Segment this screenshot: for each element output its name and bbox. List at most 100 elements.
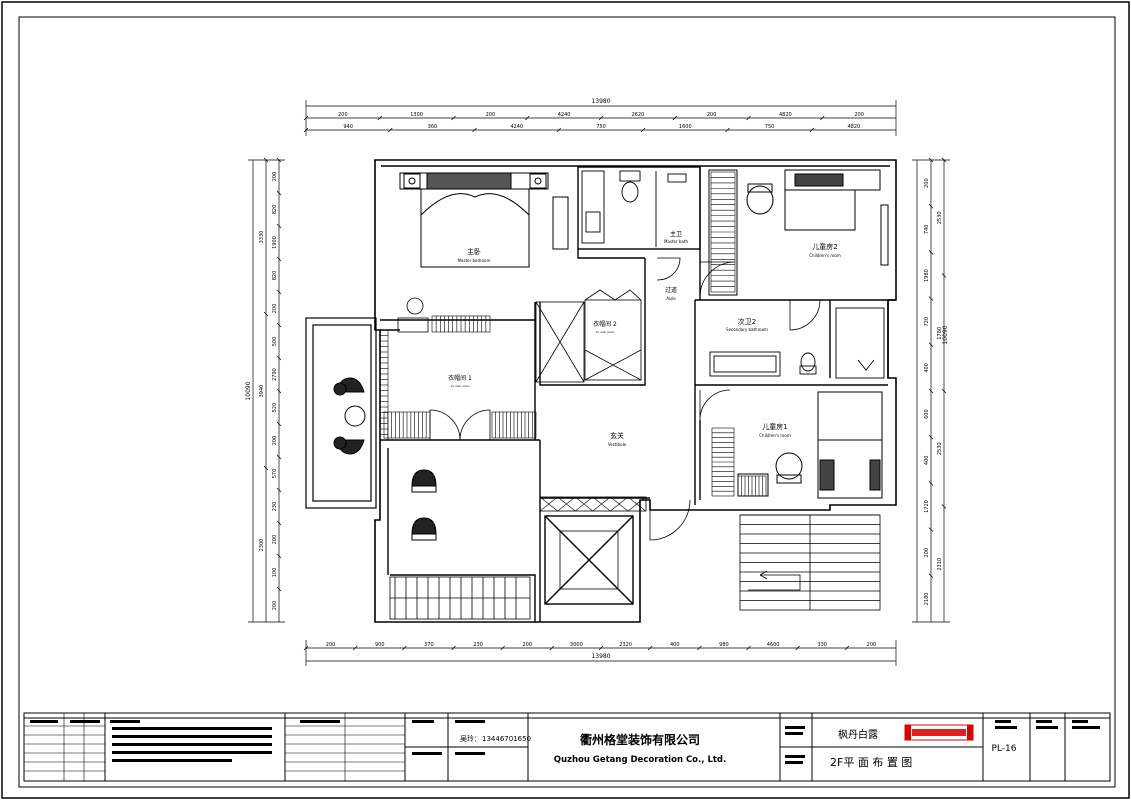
dimension-label: 200 — [854, 112, 864, 118]
dimension-label: 2530 — [937, 211, 943, 224]
project-stamp — [904, 724, 974, 741]
vestibule-shoe-cabinet — [539, 496, 647, 512]
dimension-label: 230 — [272, 502, 278, 512]
dimension-tick — [303, 127, 309, 133]
dimension-tick — [303, 645, 309, 651]
dimension-tick — [647, 645, 653, 651]
dimension-tick — [263, 465, 269, 471]
dimension-tick — [472, 127, 477, 133]
dimension-tick — [352, 645, 358, 651]
vestibule-cn: 玄关 — [610, 431, 624, 440]
bottom-total-dim: 13980 — [591, 653, 610, 660]
cabinet-hatch — [557, 496, 576, 512]
dimension-tick — [402, 645, 407, 651]
dimension-tick — [377, 115, 382, 121]
dimension-tick — [598, 645, 604, 651]
dimension-tick — [276, 157, 282, 163]
dimension-label: 2180 — [924, 593, 930, 606]
dimension-label: 4240 — [510, 124, 523, 130]
dimension-label: 200 — [272, 535, 278, 545]
dimension-label: 400 — [670, 642, 680, 648]
dimension-label: 330 — [817, 642, 827, 648]
dimension-tick — [276, 553, 282, 559]
dimension-tick — [928, 157, 934, 163]
drawing-number: PL-16 — [992, 744, 1017, 754]
master-bath-fixtures — [581, 170, 687, 247]
master-bath-en: Master bath — [664, 239, 688, 244]
dimension-tick — [303, 115, 309, 121]
dimension-tick — [525, 115, 530, 121]
dimension-label: 1300 — [410, 112, 423, 118]
title-block — [23, 712, 1111, 782]
interior-walls — [380, 166, 896, 622]
child-room-1-en: Children's room — [759, 433, 791, 438]
right-dimensions — [916, 160, 945, 622]
title-block-grid — [24, 713, 405, 781]
dimension-tick — [725, 127, 730, 133]
dimension-tick — [928, 481, 934, 486]
dimension-label: 230 — [473, 642, 483, 648]
dimension-tick — [928, 388, 934, 394]
dimension-label: 200 — [272, 304, 278, 314]
master-bath-cn: 主卫 — [670, 230, 682, 238]
dimension-tick — [276, 289, 282, 295]
secondary-bath-cn: 次卫2 — [738, 317, 756, 326]
dimension-label: 720 — [924, 317, 930, 327]
dimension-label: 200 — [272, 172, 278, 182]
cabinet-hatch — [610, 496, 629, 512]
dimension-label: 2300 — [259, 539, 265, 552]
secondary-bath-en: Secondary bathroom — [726, 327, 768, 332]
closet-2-cn: 衣帽间 2 — [593, 320, 617, 328]
bottom-ticks — [305, 640, 897, 666]
closet-1-en: CL oak room — [451, 384, 470, 388]
child-room-1-cn: 儿童房1 — [762, 422, 787, 431]
dimension-label: 2790 — [272, 368, 278, 381]
dimension-label: 370 — [424, 642, 434, 648]
dimension-label: 2530 — [937, 442, 943, 455]
dimension-label: 200 — [522, 642, 532, 648]
closet-2-en: CL oak room — [596, 330, 615, 334]
dimension-tick — [276, 454, 282, 460]
dimension-label: 1900 — [272, 236, 278, 249]
dimension-tick — [928, 342, 934, 348]
dimension-tick — [941, 388, 947, 394]
dimension-tick — [928, 527, 934, 532]
title-block-notes — [30, 720, 1100, 764]
dimension-tick — [697, 645, 702, 651]
dimension-tick — [276, 487, 282, 493]
dimension-tick — [746, 645, 751, 651]
dimension-label: 2620 — [632, 112, 645, 118]
master-bedroom-cn: 主卧 — [467, 247, 481, 256]
project-name: 枫丹白露 — [838, 728, 878, 741]
dimension-label: 400 — [924, 363, 930, 373]
phone-label: 吴玲： — [460, 734, 481, 743]
aisle-doors — [649, 257, 821, 541]
dimension-label: 1720 — [924, 500, 930, 513]
dimension-label: 200 — [272, 601, 278, 611]
dimension-tick — [809, 127, 814, 133]
dimension-tick — [451, 645, 456, 651]
dimension-tick — [598, 115, 604, 121]
dimension-tick — [276, 520, 282, 526]
dimension-label: 200 — [338, 112, 348, 118]
dimension-tick — [276, 586, 282, 592]
dimension-label: 750 — [596, 124, 606, 130]
child-room-1-furniture — [737, 391, 883, 499]
dimension-label: 100 — [272, 568, 278, 578]
dimension-label: 940 — [343, 124, 353, 130]
dimension-tick — [941, 157, 947, 163]
dimension-tick — [640, 127, 646, 133]
dimension-label: 600 — [924, 409, 930, 419]
dimension-label: 900 — [375, 642, 385, 648]
dimension-tick — [928, 434, 934, 440]
dimension-tick — [263, 311, 269, 317]
dimension-label: 1780 — [937, 327, 943, 340]
dimension-tick — [928, 573, 934, 579]
cabinet-hatch — [592, 496, 611, 512]
dimension-tick — [263, 157, 269, 163]
